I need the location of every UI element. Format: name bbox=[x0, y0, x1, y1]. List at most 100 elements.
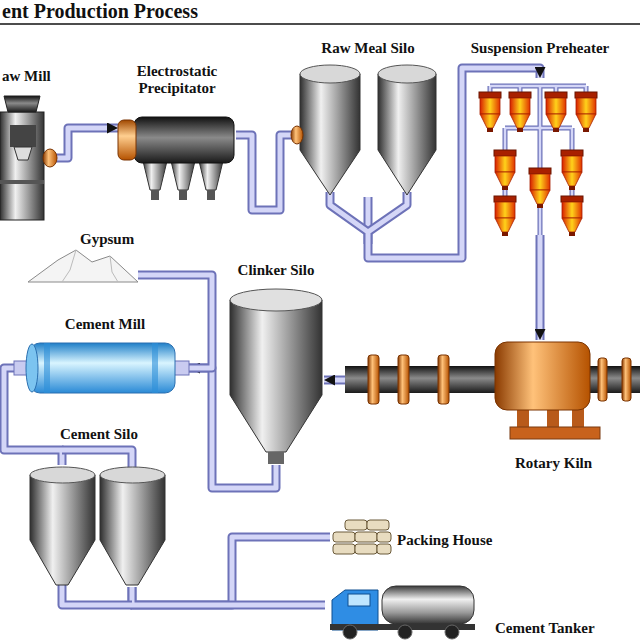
cement-tanker-illustration bbox=[330, 586, 475, 639]
gypsum-pile-illustration-part bbox=[110, 256, 118, 282]
equipment-label: aw Mill bbox=[2, 68, 51, 85]
pipe-connector bbox=[540, 235, 541, 340]
packing-bags-illustration-part bbox=[345, 520, 367, 530]
clinker-silo-illustration bbox=[230, 289, 322, 464]
pipe-outline bbox=[132, 587, 325, 605]
equipment-node: Cement Mill bbox=[14, 338, 189, 398]
cement-silo-illustration-part bbox=[100, 475, 165, 585]
suspension-preheater-illustration-part bbox=[490, 86, 586, 235]
rotary-kiln-illustration-part bbox=[598, 358, 607, 401]
cement-silo-illustration bbox=[30, 450, 165, 605]
electrostatic-precipitator-illustration-part bbox=[199, 161, 223, 190]
equipment-label: Rotary Kiln bbox=[515, 455, 592, 472]
suspension-preheater-illustration-part bbox=[494, 150, 516, 190]
raw-mill-illustration-part bbox=[43, 149, 57, 167]
equipment-node: Packing House bbox=[330, 518, 392, 558]
cement-tanker-illustration-part bbox=[382, 586, 474, 624]
pipe-connector bbox=[132, 587, 325, 605]
cement-mill-illustration-part bbox=[26, 344, 38, 392]
pipe-connector bbox=[324, 380, 345, 381]
suspension-preheater-illustration-part bbox=[561, 150, 583, 190]
cement-tanker-illustration-part bbox=[348, 594, 370, 606]
rotary-kiln-illustration-part bbox=[438, 355, 449, 404]
electrostatic-precipitator-illustration-part bbox=[118, 120, 136, 160]
suspension-preheater-illustration-part bbox=[545, 92, 567, 132]
pipe-connector bbox=[132, 537, 330, 605]
pipe-core bbox=[324, 378, 345, 383]
equipment-label: Packing House bbox=[397, 532, 492, 549]
equipment-node: Cement Silo bbox=[30, 465, 167, 587]
suspension-preheater-illustration-part bbox=[575, 92, 597, 132]
raw-meal-silo-illustration-part bbox=[330, 192, 407, 244]
rotary-kiln-illustration bbox=[345, 342, 640, 439]
pipe-outline bbox=[132, 537, 330, 605]
clinker-silo-illustration-part bbox=[268, 452, 284, 464]
equipment-label: Gypsum bbox=[80, 231, 134, 248]
raw-mill-illustration-part bbox=[14, 147, 32, 160]
packing-bags-illustration-part bbox=[377, 544, 391, 554]
equipment-label: Cement Mill bbox=[65, 316, 145, 333]
pipe-core bbox=[368, 68, 540, 258]
packing-bags-illustration-part bbox=[333, 532, 355, 542]
equipment-node: Suspension Preheater bbox=[478, 78, 603, 235]
raw-meal-silo-illustration-part bbox=[330, 192, 407, 244]
raw-mill-illustration-part bbox=[0, 112, 44, 220]
gypsum-pile-illustration bbox=[28, 250, 138, 282]
rotary-kiln-illustration-part bbox=[622, 358, 631, 401]
pipe-outline bbox=[236, 135, 298, 210]
raw-mill-illustration-part bbox=[0, 180, 44, 184]
raw-mill-illustration bbox=[0, 96, 57, 220]
raw-meal-silo-illustration-part bbox=[291, 126, 303, 144]
raw-meal-silo-illustration-part bbox=[378, 65, 436, 83]
packing-bags-illustration-part bbox=[367, 520, 389, 530]
equipment-node: Clinker Silo bbox=[228, 290, 324, 465]
raw-mill-illustration-part bbox=[10, 125, 36, 147]
rotary-kiln-illustration-part bbox=[572, 408, 584, 428]
cement-silo-illustration-part bbox=[30, 475, 95, 585]
pipe-core bbox=[132, 587, 325, 605]
clinker-silo-illustration-part bbox=[230, 289, 322, 311]
pipe-connector bbox=[48, 128, 118, 158]
pipe-core bbox=[132, 537, 330, 605]
electrostatic-precipitator-illustration-part bbox=[179, 190, 187, 200]
equipment-node: Gypsum bbox=[28, 248, 138, 282]
equipment-label: Raw Meal Silo bbox=[321, 40, 414, 57]
edge-layer bbox=[4, 68, 540, 605]
rotary-kiln-illustration-part bbox=[510, 427, 600, 439]
equipment-node: aw Mill bbox=[0, 95, 48, 220]
cement-mill-illustration bbox=[14, 343, 189, 393]
pipe-outline bbox=[324, 376, 345, 385]
electrostatic-precipitator-illustration-part bbox=[171, 161, 195, 190]
packing-bags-illustration-part bbox=[377, 532, 391, 542]
equipment-label: Cement Silo bbox=[60, 426, 138, 443]
raw-meal-silo-illustration-part bbox=[378, 74, 436, 195]
pipe-core bbox=[236, 135, 298, 210]
equipment-label: Clinker Silo bbox=[238, 262, 315, 279]
raw-meal-silo-illustration-part bbox=[300, 74, 360, 195]
cement-mill-illustration-part bbox=[152, 343, 158, 393]
raw-meal-silo-illustration-part bbox=[300, 65, 360, 83]
electrostatic-precipitator-illustration-part bbox=[134, 117, 234, 163]
cement-silo-illustration-part bbox=[30, 467, 95, 483]
equipment-node: Rotary Kiln bbox=[345, 340, 640, 440]
suspension-preheater-illustration bbox=[479, 86, 597, 236]
gypsum-pile-illustration-part bbox=[62, 250, 76, 282]
packing-bags-illustration-part bbox=[355, 532, 377, 542]
electrostatic-precipitator-illustration-part bbox=[143, 161, 167, 190]
packing-bags-illustration-part bbox=[355, 544, 377, 554]
rotary-kiln-illustration-part bbox=[345, 366, 640, 393]
suspension-preheater-illustration-part bbox=[509, 92, 531, 132]
equipment-node: Raw Meal Silo bbox=[298, 62, 438, 197]
electrostatic-precipitator-illustration-part bbox=[207, 190, 215, 200]
equipment-label: Cement Tanker bbox=[495, 620, 595, 637]
raw-meal-silo-illustration bbox=[291, 65, 436, 244]
pipe-core bbox=[48, 128, 118, 158]
pipe-outline bbox=[368, 68, 540, 258]
electrostatic-precipitator-illustration-part bbox=[151, 190, 159, 200]
suspension-preheater-illustration-part bbox=[479, 92, 501, 132]
rotary-kiln-illustration-part bbox=[547, 408, 559, 428]
packing-bags-illustration bbox=[333, 520, 391, 554]
pipe-connector bbox=[236, 135, 298, 210]
packing-bags-illustration-part bbox=[333, 544, 355, 554]
